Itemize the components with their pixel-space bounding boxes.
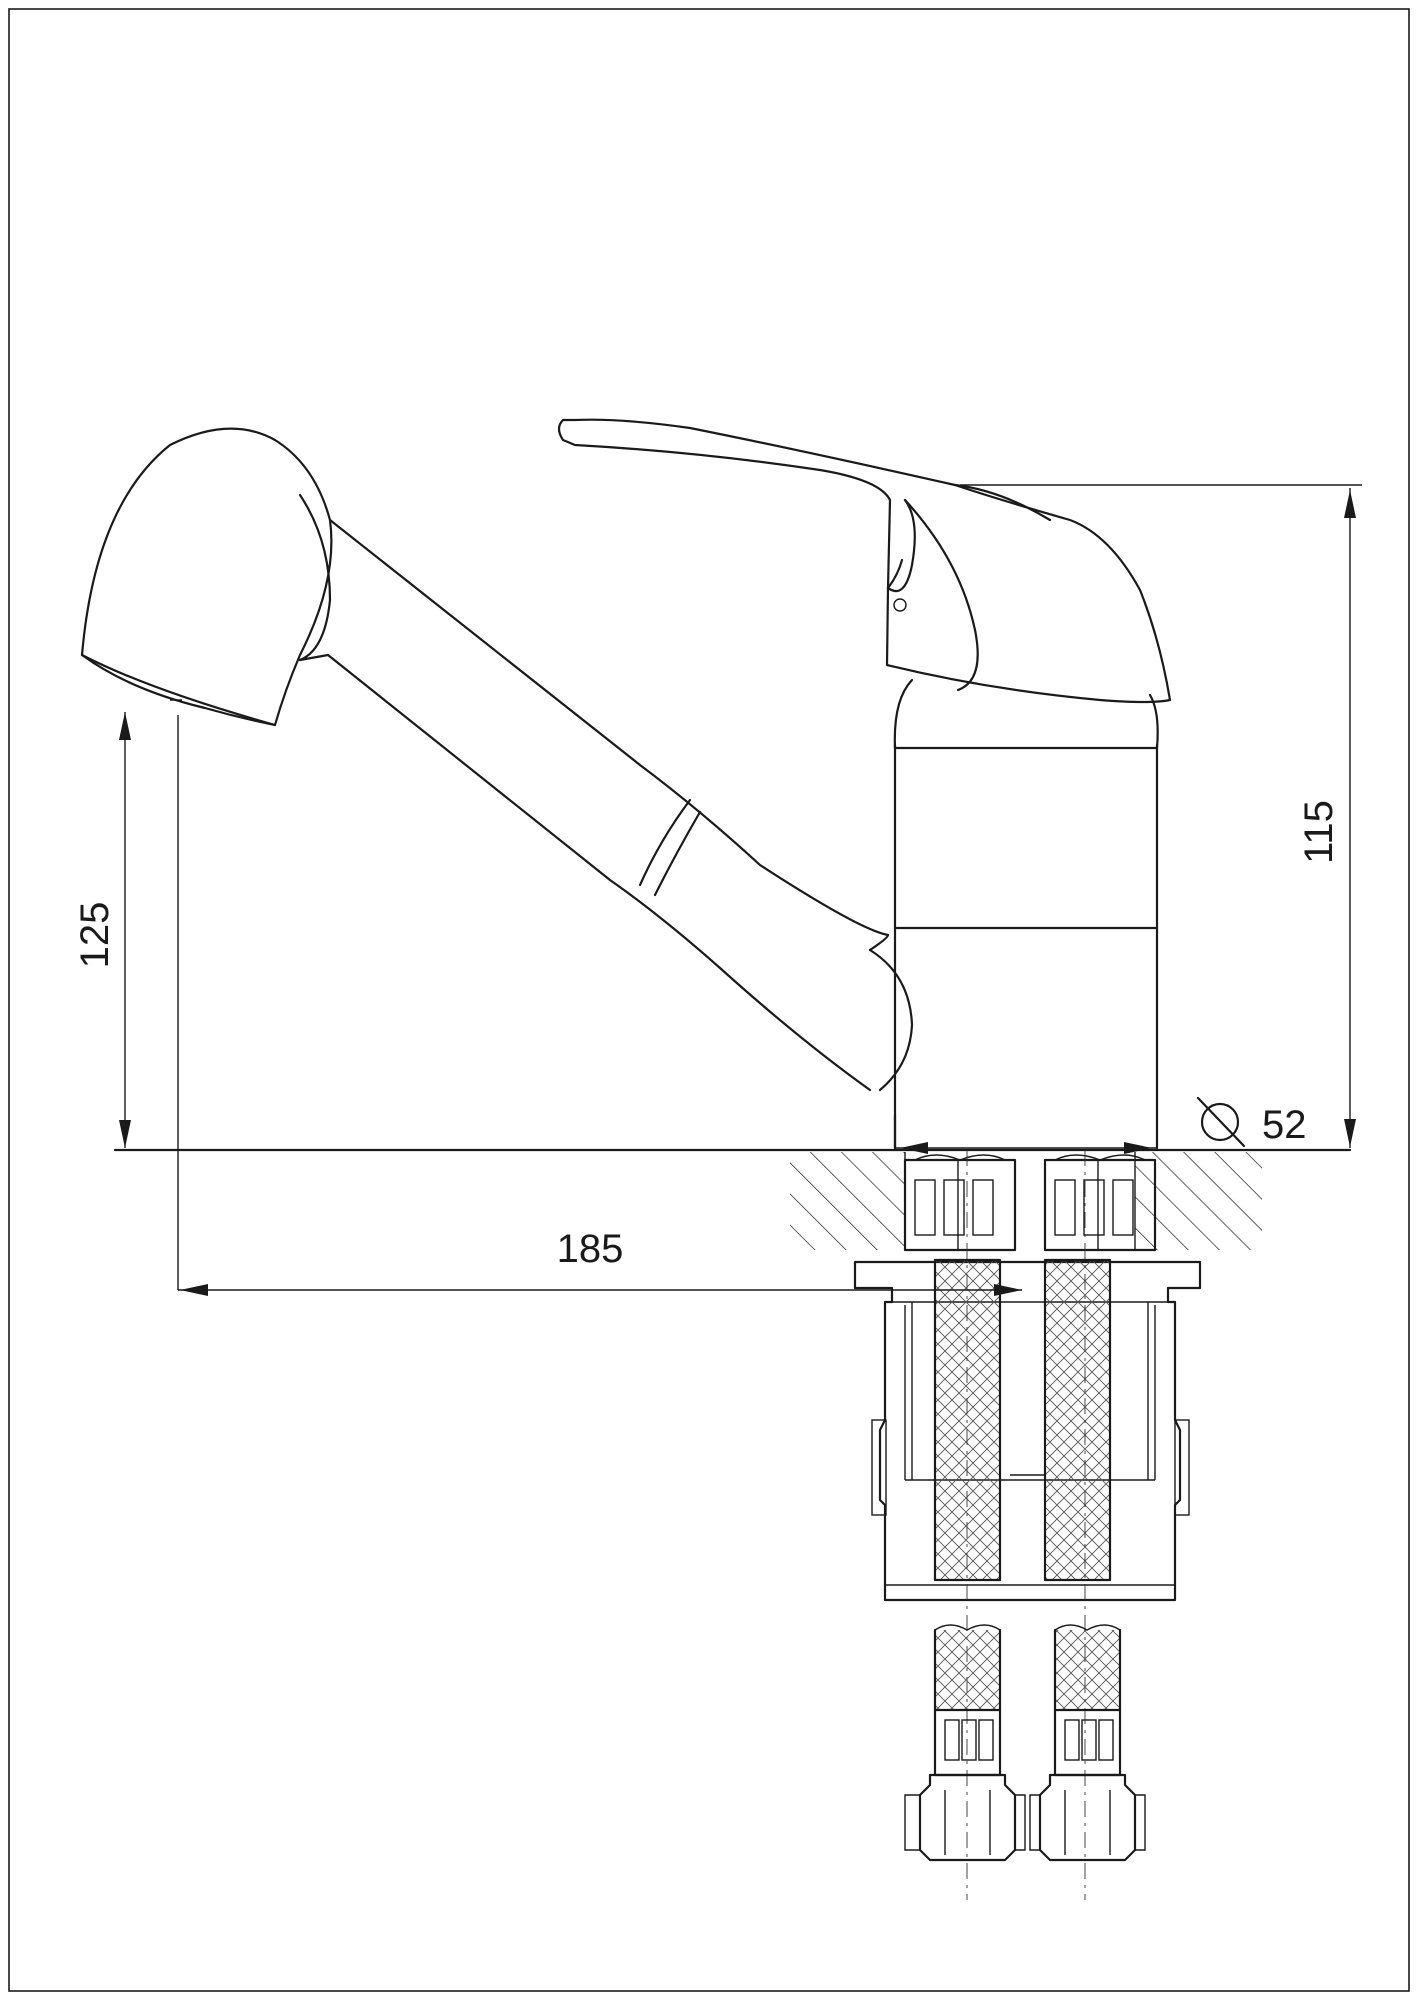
supply-hose-left: [903, 1150, 1026, 1900]
mounting-assembly: [853, 1260, 1202, 1602]
supply-hose-right: [1029, 1150, 1157, 1900]
faucet-body: [893, 678, 1159, 1150]
diameter-symbol-icon: [1200, 1102, 1240, 1142]
dimension-reach: 185: [178, 1227, 1022, 1296]
dimension-base-diameter: 52: [895, 1096, 1307, 1154]
dimension-52-label: 52: [1262, 1103, 1307, 1147]
page-frame: [8, 8, 1410, 1992]
dimension-185-label: 185: [557, 1227, 624, 1271]
dimension-spout-height: 125: [73, 699, 182, 1290]
dimension-115-label: 115: [1297, 800, 1341, 864]
dimension-total-height: 115: [960, 484, 1362, 1148]
diameter-symbol-slash: [1196, 1096, 1246, 1148]
dimension-125-label: 125: [73, 902, 117, 969]
lever-handle: [557, 418, 1172, 704]
pull-out-spout: [80, 427, 914, 1092]
countertop: [113, 1148, 1352, 1250]
